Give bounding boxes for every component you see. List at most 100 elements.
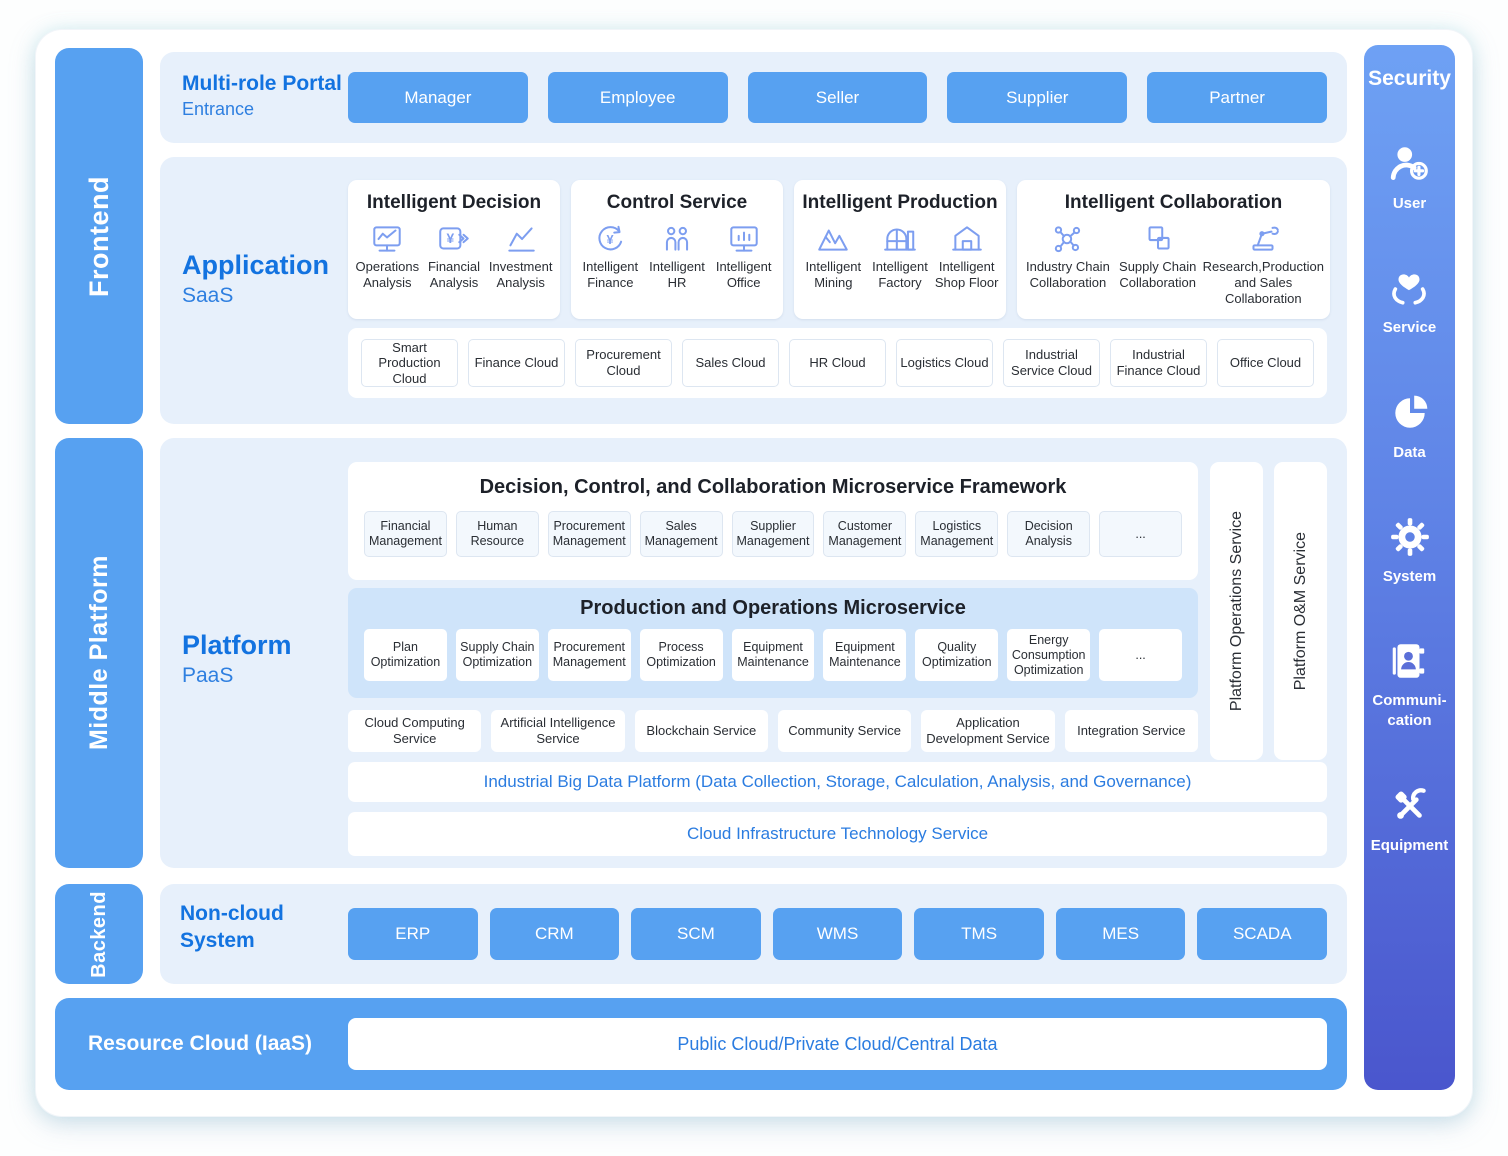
app-item: Investment Analysis — [487, 223, 554, 291]
app-item: Intelligent Mining — [800, 223, 867, 291]
rail-frontend: Frontend — [55, 48, 143, 424]
cloud-chip: HR Cloud — [789, 339, 886, 387]
role-box-seller: Seller — [747, 72, 928, 123]
service-chip: Application Development Service — [921, 710, 1055, 752]
non-cloud-system-title: Non-cloud System — [180, 902, 284, 953]
cloud-infrastructure-bar: Cloud Infrastructure Technology Service — [348, 812, 1327, 856]
app-item: Operations Analysis — [354, 223, 421, 291]
security-item-label: Equipment — [1370, 836, 1449, 854]
app-item: Intelligent HR — [644, 223, 711, 291]
security-item-label: Service — [1382, 319, 1437, 337]
card-title: Intelligent Collaboration — [1064, 192, 1283, 213]
svg-text:¥: ¥ — [607, 233, 614, 247]
multi-role-portal-panel: Multi-role Portal Entrance Manager Emplo… — [160, 52, 1347, 143]
app-item: Supply Chain Collaboration — [1113, 223, 1203, 307]
framework-chip: Procurement Management — [547, 511, 631, 557]
production-chip: Equipment Maintenance — [731, 629, 815, 681]
cloud-chip: Smart Production Cloud — [361, 339, 458, 387]
service-chip: Artificial Intelligence Service — [491, 710, 625, 752]
production-operations-microservice: Production and Operations Microservice P… — [348, 588, 1198, 698]
pie-chart-icon — [1394, 395, 1427, 428]
framework-chip: Customer Management — [823, 511, 907, 557]
rail-middle-platform: Middle Platform — [55, 438, 143, 868]
security-item-service: Service — [1383, 267, 1436, 338]
role-box-employee: Employee — [547, 72, 728, 123]
cloud-chip: Logistics Cloud — [896, 339, 993, 387]
resource-cloud-bar: Resource Cloud (IaaS) Public Cloud/Priva… — [55, 998, 1347, 1090]
app-item: Research,Production and Sales Collaborat… — [1203, 223, 1324, 307]
application-title: Application — [182, 250, 329, 280]
line-chart-icon — [508, 227, 535, 252]
security-sidebar: Security User Service — [1364, 45, 1455, 1090]
framework-chip: Decision Analysis — [1007, 511, 1091, 557]
application-cards: Intelligent Decision Operations Analysis… — [348, 180, 1330, 319]
warehouse-icon — [951, 226, 982, 251]
tools-icon — [1394, 787, 1426, 819]
hands-heart-icon — [1392, 274, 1427, 305]
system-box-erp: ERP — [348, 908, 478, 960]
app-item: ¥ Intelligent Finance — [577, 223, 644, 291]
cloud-chip: Office Cloud — [1217, 339, 1314, 387]
cloud-products-row: Smart Production Cloud Finance Cloud Pro… — [348, 328, 1327, 398]
system-box-scm: SCM — [631, 908, 761, 960]
app-item-label: Intelligent Shop Floor — [934, 259, 999, 290]
framework-chip: Financial Management — [364, 511, 447, 557]
cloud-chip: Industrial Finance Cloud — [1110, 339, 1207, 387]
decision-microservice-framework: Decision, Control, and Collaboration Mic… — [348, 462, 1198, 580]
app-item-label: Intelligent Factory — [872, 259, 928, 290]
security-item-user: User — [1389, 143, 1431, 214]
service-chip: Integration Service — [1064, 710, 1198, 752]
user-plus-icon — [1390, 147, 1428, 181]
app-item-label: Operations Analysis — [355, 259, 420, 290]
contact-book-icon — [1393, 644, 1425, 678]
production-chip: Plan Optimization — [364, 629, 447, 681]
app-item-label: Research,Production and Sales Collaborat… — [1202, 259, 1324, 306]
security-item-label: User — [1392, 195, 1427, 212]
portal-role-buttons: Manager Employee Seller Supplier Partner — [348, 72, 1327, 123]
service-chip: Blockchain Service — [634, 710, 768, 752]
platform-label: Platform PaaS — [182, 630, 292, 688]
app-item-label: Financial Analysis — [427, 259, 481, 290]
service-chip: Cloud Computing Service — [348, 710, 482, 752]
app-item: Industry Chain Collaboration — [1023, 223, 1113, 307]
system-box-mes: MES — [1055, 908, 1186, 960]
framework-chip: Supplier Management — [731, 511, 815, 557]
card-intelligent-decision: Intelligent Decision Operations Analysis… — [348, 180, 560, 319]
application-label: Application SaaS — [182, 250, 329, 308]
people-icon — [665, 226, 689, 251]
rail-middle-platform-label: Middle Platform — [84, 555, 113, 751]
production-chip: Procurement Management — [547, 629, 631, 681]
framework-chip: Logistics Management — [915, 511, 999, 557]
cloud-chip: Industrial Service Cloud — [1003, 339, 1100, 387]
platform-services-row: Cloud Computing Service Artificial Intel… — [348, 710, 1198, 752]
framework-chip: ... — [1099, 511, 1183, 557]
role-box-manager: Manager — [348, 72, 528, 123]
production-title: Production and Operations Microservice — [580, 597, 966, 619]
yen-cycle-icon: ¥ — [598, 225, 623, 251]
card-title: Intelligent Production — [802, 192, 998, 213]
production-chip: Equipment Maintenance — [823, 629, 907, 681]
platform-operations-service-label: Platform Operations Service — [1227, 510, 1245, 712]
production-chip: Quality Optimization — [915, 629, 999, 681]
production-chip: Supply Chain Optimization — [455, 629, 539, 681]
non-cloud-system-panel: Non-cloud System ERP CRM SCM WMS TMS MES… — [160, 884, 1347, 984]
app-item: Intelligent Shop Floor — [933, 223, 1000, 291]
cloud-chip: Sales Cloud — [682, 339, 779, 387]
app-item-label: Investment Analysis — [488, 259, 553, 290]
portal-subtitle: Entrance — [182, 99, 255, 119]
app-item-label: Intelligent HR — [649, 259, 705, 290]
platform-subtitle: PaaS — [182, 664, 234, 687]
application-subtitle: SaaS — [182, 284, 234, 307]
system-box-scada: SCADA — [1197, 908, 1328, 960]
platform-operations-service-bar: Platform Operations Service — [1210, 462, 1263, 760]
platform-om-service-label: Platform O&M Service — [1291, 531, 1309, 691]
cloud-chip: Procurement Cloud — [575, 339, 672, 387]
production-chip: Energy Consumption Optimization — [1007, 629, 1091, 681]
security-item-label: Communi- cation — [1372, 692, 1447, 730]
portal-title: Multi-role Portal — [182, 72, 342, 95]
mountain-icon — [818, 229, 849, 251]
architecture-board: Frontend Middle Platform Backend Multi-r… — [36, 30, 1472, 1116]
security-item-label: Data — [1393, 443, 1426, 461]
card-title: Intelligent Decision — [366, 192, 542, 213]
